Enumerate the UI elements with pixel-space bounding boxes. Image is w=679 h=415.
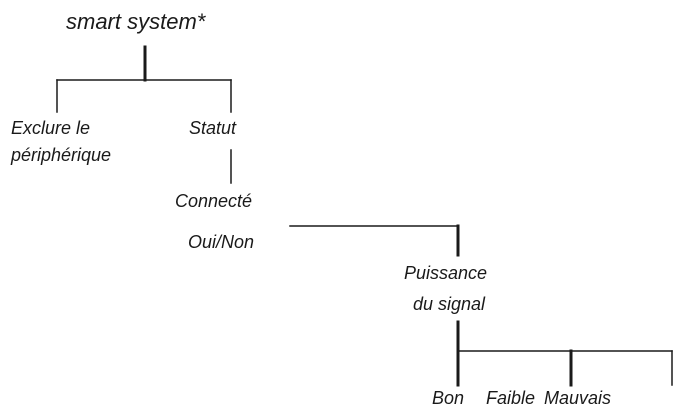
exclude-device-label-line2: périphérique (11, 145, 112, 165)
level-good-label: Bon (432, 388, 465, 408)
level-bad-label: Mauvais (544, 388, 612, 408)
signal-label-line1: Puissance (404, 263, 488, 283)
signal-label-line2: du signal (413, 294, 486, 314)
root-label: smart system* (66, 9, 206, 34)
exclude-device-label-line1: Exclure le (11, 118, 91, 138)
status-label: Statut (189, 118, 237, 138)
level-weak-label: Faible (486, 388, 536, 408)
connected-label-line1: Connecté (175, 191, 253, 211)
connected-label-line2: Oui/Non (188, 232, 255, 252)
